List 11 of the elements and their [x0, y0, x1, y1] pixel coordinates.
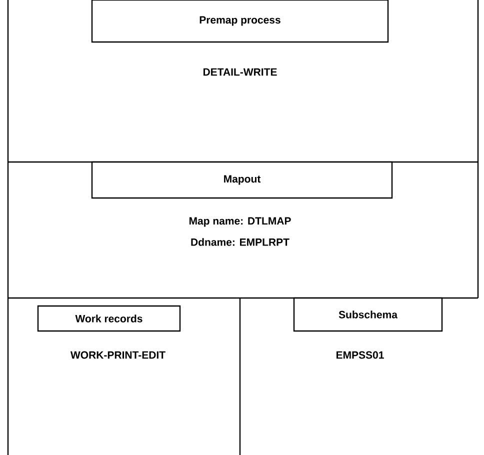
section-text: Ddname: EMPLRPT [191, 238, 290, 246]
section-text: WORK-PRINT-EDIT [70, 351, 166, 359]
heading-box: Mapout [91, 161, 393, 199]
section-panel [7, 297, 241, 455]
section-text: DETAIL-WRITE [203, 68, 277, 76]
heading-box: Work records [37, 305, 181, 332]
section-text: EMPSS01 [336, 351, 384, 359]
section-text: Map name: DTLMAP [189, 217, 291, 227]
heading-box: Subschema [293, 297, 443, 332]
section-panel [7, 0, 479, 162]
heading-box: Premap process [91, 0, 389, 43]
